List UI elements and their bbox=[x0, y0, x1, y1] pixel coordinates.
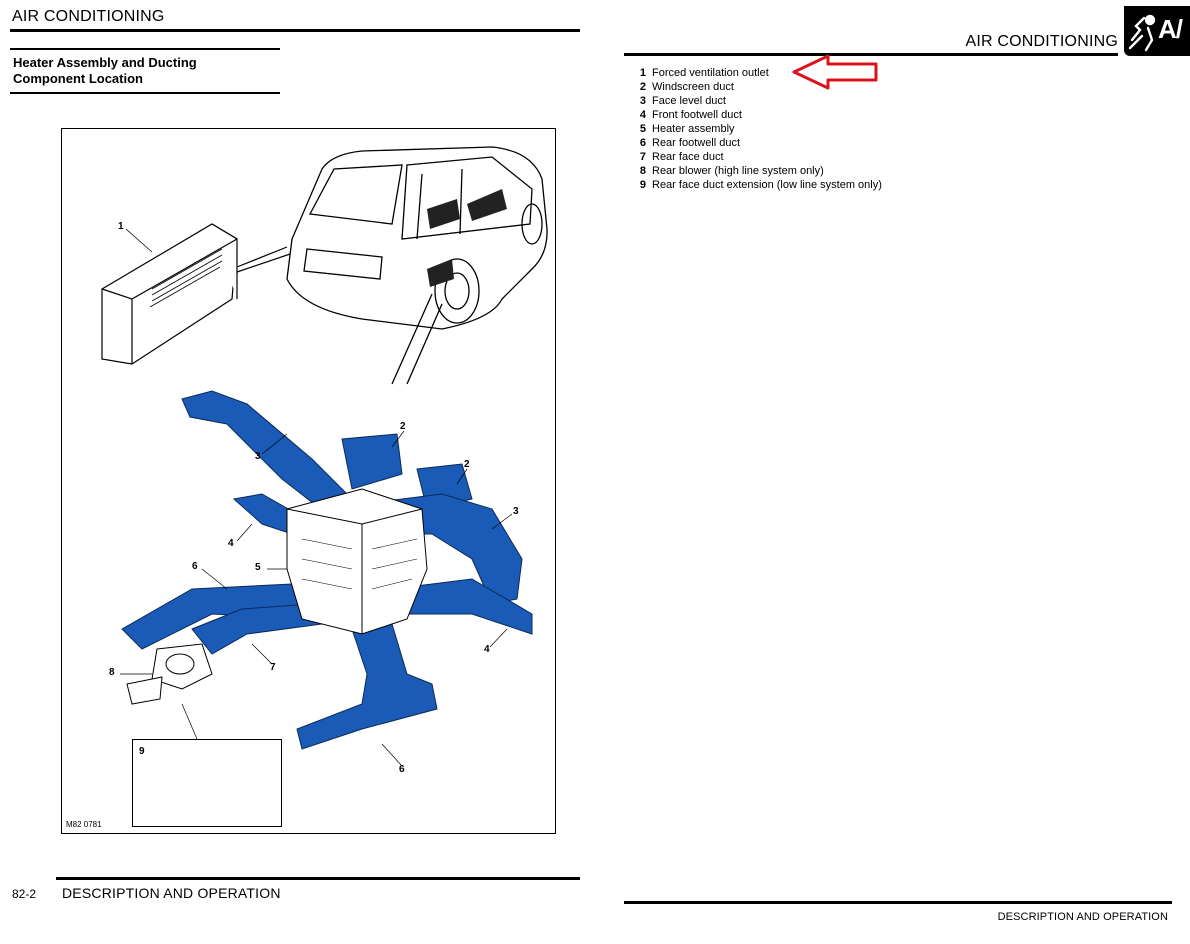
left-page-header: AIR CONDITIONING bbox=[12, 8, 165, 25]
callout-4b: 4 bbox=[484, 644, 490, 655]
vehicle-interior-ducts bbox=[427, 189, 507, 287]
left-footer-title: DESCRIPTION AND OPERATION bbox=[62, 885, 281, 901]
section-title-line1: Heater Assembly and Ducting bbox=[13, 55, 197, 70]
callout-3a: 3 bbox=[255, 451, 261, 462]
left-footer-rule bbox=[56, 877, 580, 880]
leader-lines bbox=[120, 228, 513, 767]
callout-9: 9 bbox=[139, 746, 145, 757]
inset-duct-extension: 9 bbox=[132, 739, 282, 827]
section-title-line2: Component Location bbox=[13, 71, 143, 86]
rear-blower-drawing bbox=[126, 643, 213, 705]
left-header-rule bbox=[10, 29, 580, 32]
section-title-bottom-rule bbox=[10, 92, 280, 94]
vehicle-drawing bbox=[286, 146, 548, 385]
right-header-rule bbox=[624, 53, 1118, 56]
air-conditioning-logo: A/ bbox=[1124, 6, 1190, 56]
callout-5: 5 bbox=[255, 562, 261, 573]
callout-6a: 6 bbox=[192, 561, 198, 572]
section-title: Heater Assembly and Ducting Component Lo… bbox=[13, 55, 273, 87]
callout-6b: 6 bbox=[399, 764, 405, 775]
component-location-figure: 1 2 3 2 3 4 5 6 7 8 4 6 9 M82 0781 bbox=[61, 128, 556, 834]
right-footer-rule bbox=[624, 901, 1172, 904]
red-arrow-annotation bbox=[792, 54, 878, 90]
callout-2b: 2 bbox=[464, 459, 470, 470]
figure-reference: M82 0781 bbox=[66, 820, 102, 829]
callout-2a: 2 bbox=[400, 421, 406, 432]
climate-icon bbox=[1128, 14, 1156, 52]
callout-3b: 3 bbox=[513, 506, 519, 517]
section-title-top-rule bbox=[10, 48, 280, 50]
callout-8: 8 bbox=[109, 667, 115, 678]
ducting-illustration bbox=[101, 146, 548, 814]
right-footer-title: DESCRIPTION AND OPERATION bbox=[997, 911, 1168, 923]
logo-text: A/ bbox=[1158, 14, 1183, 44]
page-number: 82-2 bbox=[12, 887, 37, 901]
right-page-header: AIR CONDITIONING bbox=[965, 33, 1118, 50]
callout-4a: 4 bbox=[228, 538, 234, 549]
heater-assembly-drawing bbox=[286, 488, 428, 635]
forced-ventilation-outlet-drawing bbox=[101, 223, 291, 365]
callout-7: 7 bbox=[270, 662, 276, 673]
callout-1: 1 bbox=[118, 221, 124, 232]
